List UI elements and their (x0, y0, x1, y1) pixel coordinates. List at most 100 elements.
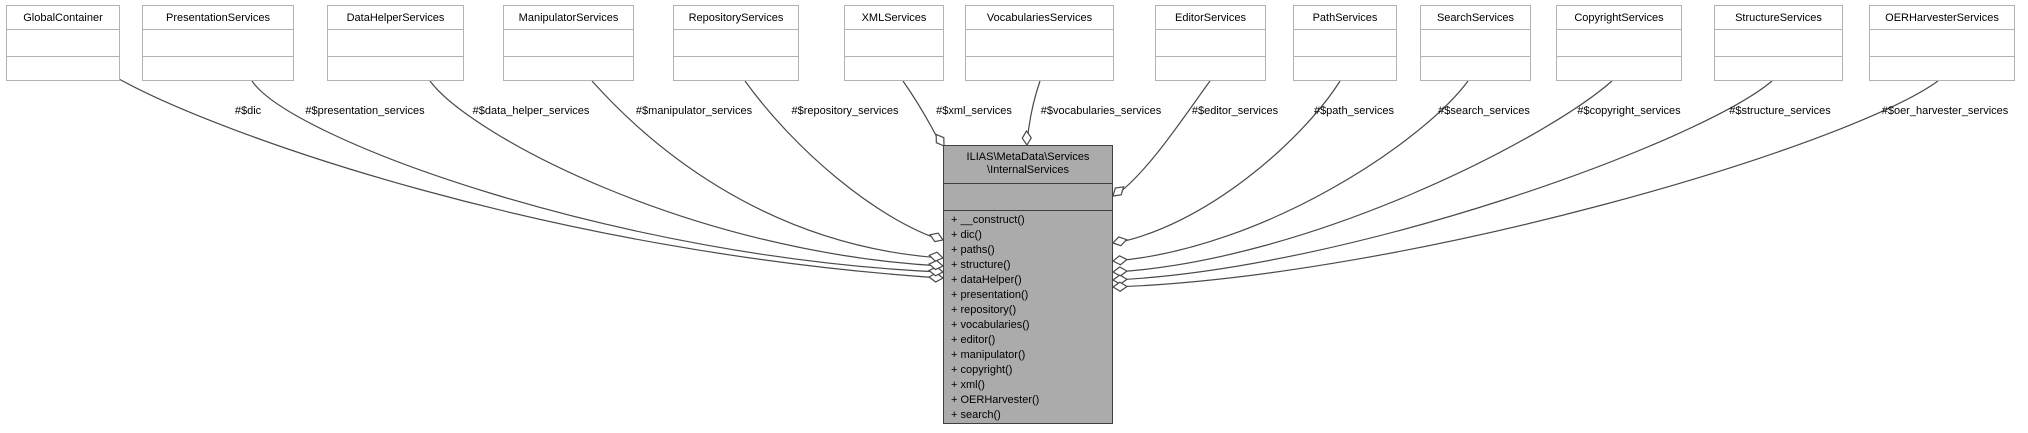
operations-compartment (1421, 57, 1530, 80)
class-node-copyrightservices[interactable]: CopyrightServices (1556, 5, 1682, 81)
operations-compartment (504, 57, 633, 80)
class-name: PathServices (1294, 6, 1396, 30)
edge-label-search: #$search_services (1438, 105, 1530, 117)
aggregation-diamond-vocabularies (1021, 129, 1032, 147)
aggregation-diamond-path (1111, 236, 1128, 247)
attributes-compartment (7, 30, 119, 57)
operations-compartment (1294, 57, 1396, 80)
class-node-globalcontainer[interactable]: GlobalContainer (6, 5, 120, 81)
operations-compartment (845, 57, 943, 80)
attributes-compartment (1715, 30, 1842, 57)
attributes-compartment (845, 30, 943, 57)
method-datahelper: + dataHelper() (951, 274, 1022, 286)
aggregation-diamond-xml (935, 133, 945, 147)
class-name: GlobalContainer (7, 6, 119, 30)
class-node-presentationservices[interactable]: PresentationServices (142, 5, 294, 81)
class-node-vocabulariesservices[interactable]: VocabulariesServices (965, 5, 1114, 81)
method-construct: + __construct() (951, 214, 1025, 226)
aggregation-diamond-copyright (1111, 266, 1129, 277)
class-node-searchservices[interactable]: SearchServices (1420, 5, 1531, 81)
aggregation-diamond-oer-harvester (1111, 281, 1129, 292)
aggregation-diamond-repository (928, 232, 945, 243)
operations-compartment (143, 57, 293, 80)
class-name: ILIAS\MetaData\Services \InternalService… (944, 146, 1112, 184)
class-name: OERHarvesterServices (1870, 6, 2014, 30)
method-paths: + paths() (951, 244, 995, 256)
aggregation-diamond-structure (1111, 274, 1129, 285)
edge-label-presentation: #$presentation_services (305, 105, 425, 117)
class-name: EditorServices (1156, 6, 1265, 30)
class-name: CopyrightServices (1557, 6, 1681, 30)
operations-compartment (1156, 57, 1265, 80)
method-search: + search() (951, 409, 1001, 421)
edge-line-search (1114, 80, 1469, 262)
method-dic: + dic() (951, 229, 982, 241)
class-node-pathservices[interactable]: PathServices (1293, 5, 1397, 81)
edge-label-repository: #$repository_services (791, 105, 899, 117)
method-xml: + xml() (951, 379, 985, 391)
edge-label-structure: #$structure_services (1729, 105, 1831, 117)
edge-line-editor (1114, 80, 1211, 197)
attributes-compartment (328, 30, 463, 57)
class-name: RepositoryServices (674, 6, 798, 30)
edge-line-dic (118, 78, 942, 279)
edge-line-oer-harvester (1114, 80, 1939, 288)
method-repository: + repository() (951, 304, 1017, 316)
class-name-line2: \InternalServices (987, 164, 1069, 177)
attributes-compartment (504, 30, 633, 57)
class-name: SearchServices (1421, 6, 1530, 30)
edge-label-manipulator: #$manipulator_services (635, 105, 753, 117)
edge-line-xml (902, 80, 941, 144)
class-node-datahelperservices[interactable]: DataHelperServices (327, 5, 464, 81)
attributes-compartment (944, 184, 1112, 211)
class-name: StructureServices (1715, 6, 1842, 30)
edge-label-editor: #$editor_services (1191, 105, 1279, 117)
class-node-oerharvesterservices[interactable]: OERHarvesterServices (1869, 5, 2015, 81)
edge-label-vocabularies: #$vocabularies_services (1040, 105, 1162, 117)
edge-line-structure (1114, 80, 1773, 281)
method-structure: + structure() (951, 259, 1011, 271)
edge-label-oer-harvester: #$oer_harvester_services (1881, 105, 2009, 117)
edge-line-presentation (251, 80, 942, 273)
edge-label-dic: #$dic (234, 105, 262, 117)
class-node-structureservices[interactable]: StructureServices (1714, 5, 1843, 81)
class-name-line1: ILIAS\MetaData\Services (966, 151, 1090, 164)
class-name: XMLServices (845, 6, 943, 30)
operations-compartment (7, 57, 119, 80)
operations-compartment (1715, 57, 1842, 80)
class-node-manipulatorservices[interactable]: ManipulatorServices (503, 5, 634, 81)
edge-label-data-helper: #$data_helper_services (472, 105, 590, 117)
method-manipulator: + manipulator() (951, 349, 1026, 361)
operations-compartment (966, 57, 1113, 80)
aggregation-diamond-editor (1112, 186, 1125, 197)
aggregation-diamond-data-helper (928, 259, 945, 271)
class-node-repositoryservices[interactable]: RepositoryServices (673, 5, 799, 81)
attributes-compartment (1294, 30, 1396, 57)
class-node-xmlservices[interactable]: XMLServices (844, 5, 944, 81)
aggregation-diamond-manipulator (928, 251, 945, 262)
operations-compartment (328, 57, 463, 80)
attributes-compartment (143, 30, 293, 57)
method-editor: + editor() (951, 334, 996, 346)
attributes-compartment (1870, 30, 2014, 57)
class-node-editorservices[interactable]: EditorServices (1155, 5, 1266, 81)
class-name: ManipulatorServices (504, 6, 633, 30)
operations-compartment (1870, 57, 2014, 80)
attributes-compartment (966, 30, 1113, 57)
method-oerharvester: + OERHarvester() (951, 394, 1040, 406)
class-node-internalservices: ILIAS\MetaData\Services \InternalService… (943, 145, 1113, 424)
method-vocabularies: + vocabularies() (951, 319, 1030, 331)
edge-line-manipulator (591, 80, 942, 259)
method-presentation: + presentation() (951, 289, 1029, 301)
class-name: PresentationServices (143, 6, 293, 30)
attributes-compartment (1421, 30, 1530, 57)
edge-line-repository (744, 80, 942, 241)
aggregation-diamond-search (1111, 255, 1129, 266)
edge-line-copyright (1114, 80, 1613, 273)
class-name: VocabulariesServices (966, 6, 1113, 30)
class-name: DataHelperServices (328, 6, 463, 30)
edge-label-path: #$path_services (1313, 105, 1395, 117)
edge-line-data-helper (429, 80, 942, 267)
operations-compartment: + __construct() + dic() + paths() + stru… (944, 211, 1112, 423)
